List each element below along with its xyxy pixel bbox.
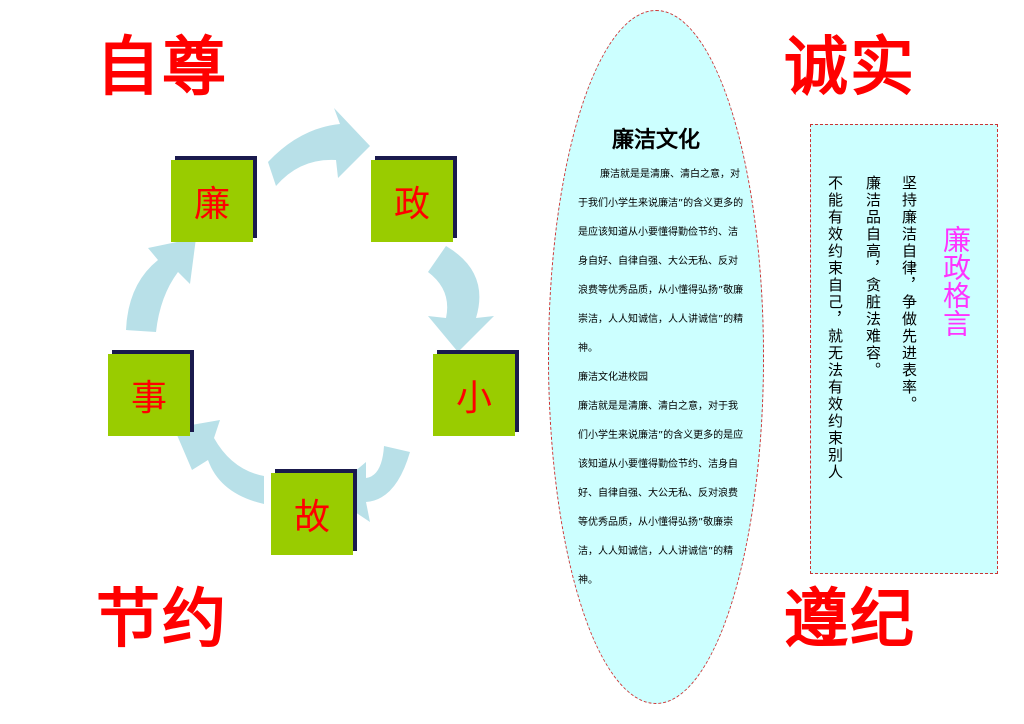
cycle-box-lian-label: 廉 xyxy=(193,184,230,225)
culture-text: 廉洁就是是清廉、清白之意，对于我们小学生来说廉洁”的含义更多的是应该知道从小要懂… xyxy=(578,160,746,595)
cycle-box-gu: 故 xyxy=(271,473,353,555)
motto-panel: 廉政格言 坚持廉洁自律，争做先进表率。 廉洁品自高，贪脏法难容。 不能有效约束自… xyxy=(810,124,998,574)
cycle-box-xiao-label: 小 xyxy=(455,378,492,419)
arrow-right xyxy=(428,246,494,352)
motto-line-1: 坚持廉洁自律，争做先进表率。 xyxy=(900,175,918,413)
culture-title: 廉洁文化 xyxy=(611,127,700,153)
motto-line-2: 廉洁品自高，贪脏法难容。 xyxy=(864,175,882,379)
cycle-box-gu-label: 故 xyxy=(293,497,330,538)
cycle-box-zheng-label: 政 xyxy=(393,184,430,225)
culture-paragraph-1: 廉洁就是是清廉、清白之意，对于我们小学生来说廉洁”的含义更多的是应该知道从小要懂… xyxy=(578,169,744,354)
corner-word-top-right: 诚实 xyxy=(784,30,916,105)
cycle-box-shi-label: 事 xyxy=(130,378,167,419)
corner-word-bottom-right: 遵纪 xyxy=(784,582,916,657)
motto-title: 廉政格言 xyxy=(939,225,972,337)
culture-oval xyxy=(548,10,764,704)
motto-line-3: 不能有效约束自己，就无法有效约束别人 xyxy=(826,175,844,481)
cycle-box-xiao: 小 xyxy=(433,354,515,436)
arrow-top xyxy=(268,108,370,186)
cycle-box-shi: 事 xyxy=(108,354,190,436)
arrow-bottom-left xyxy=(174,420,264,504)
cycle-box-lian: 廉 xyxy=(171,160,253,242)
corner-word-top-left: 自尊 xyxy=(96,30,228,105)
culture-paragraph-2: 廉洁就是是清廉、清白之意，对于我们小学生来说廉洁”的含义更多的是应该知道从小要懂… xyxy=(578,401,744,586)
corner-word-bottom-left: 节约 xyxy=(96,582,228,657)
culture-heading-2: 廉洁文化进校园 xyxy=(578,372,648,383)
cycle-box-zheng: 政 xyxy=(371,160,453,242)
arrow-left xyxy=(126,238,196,332)
